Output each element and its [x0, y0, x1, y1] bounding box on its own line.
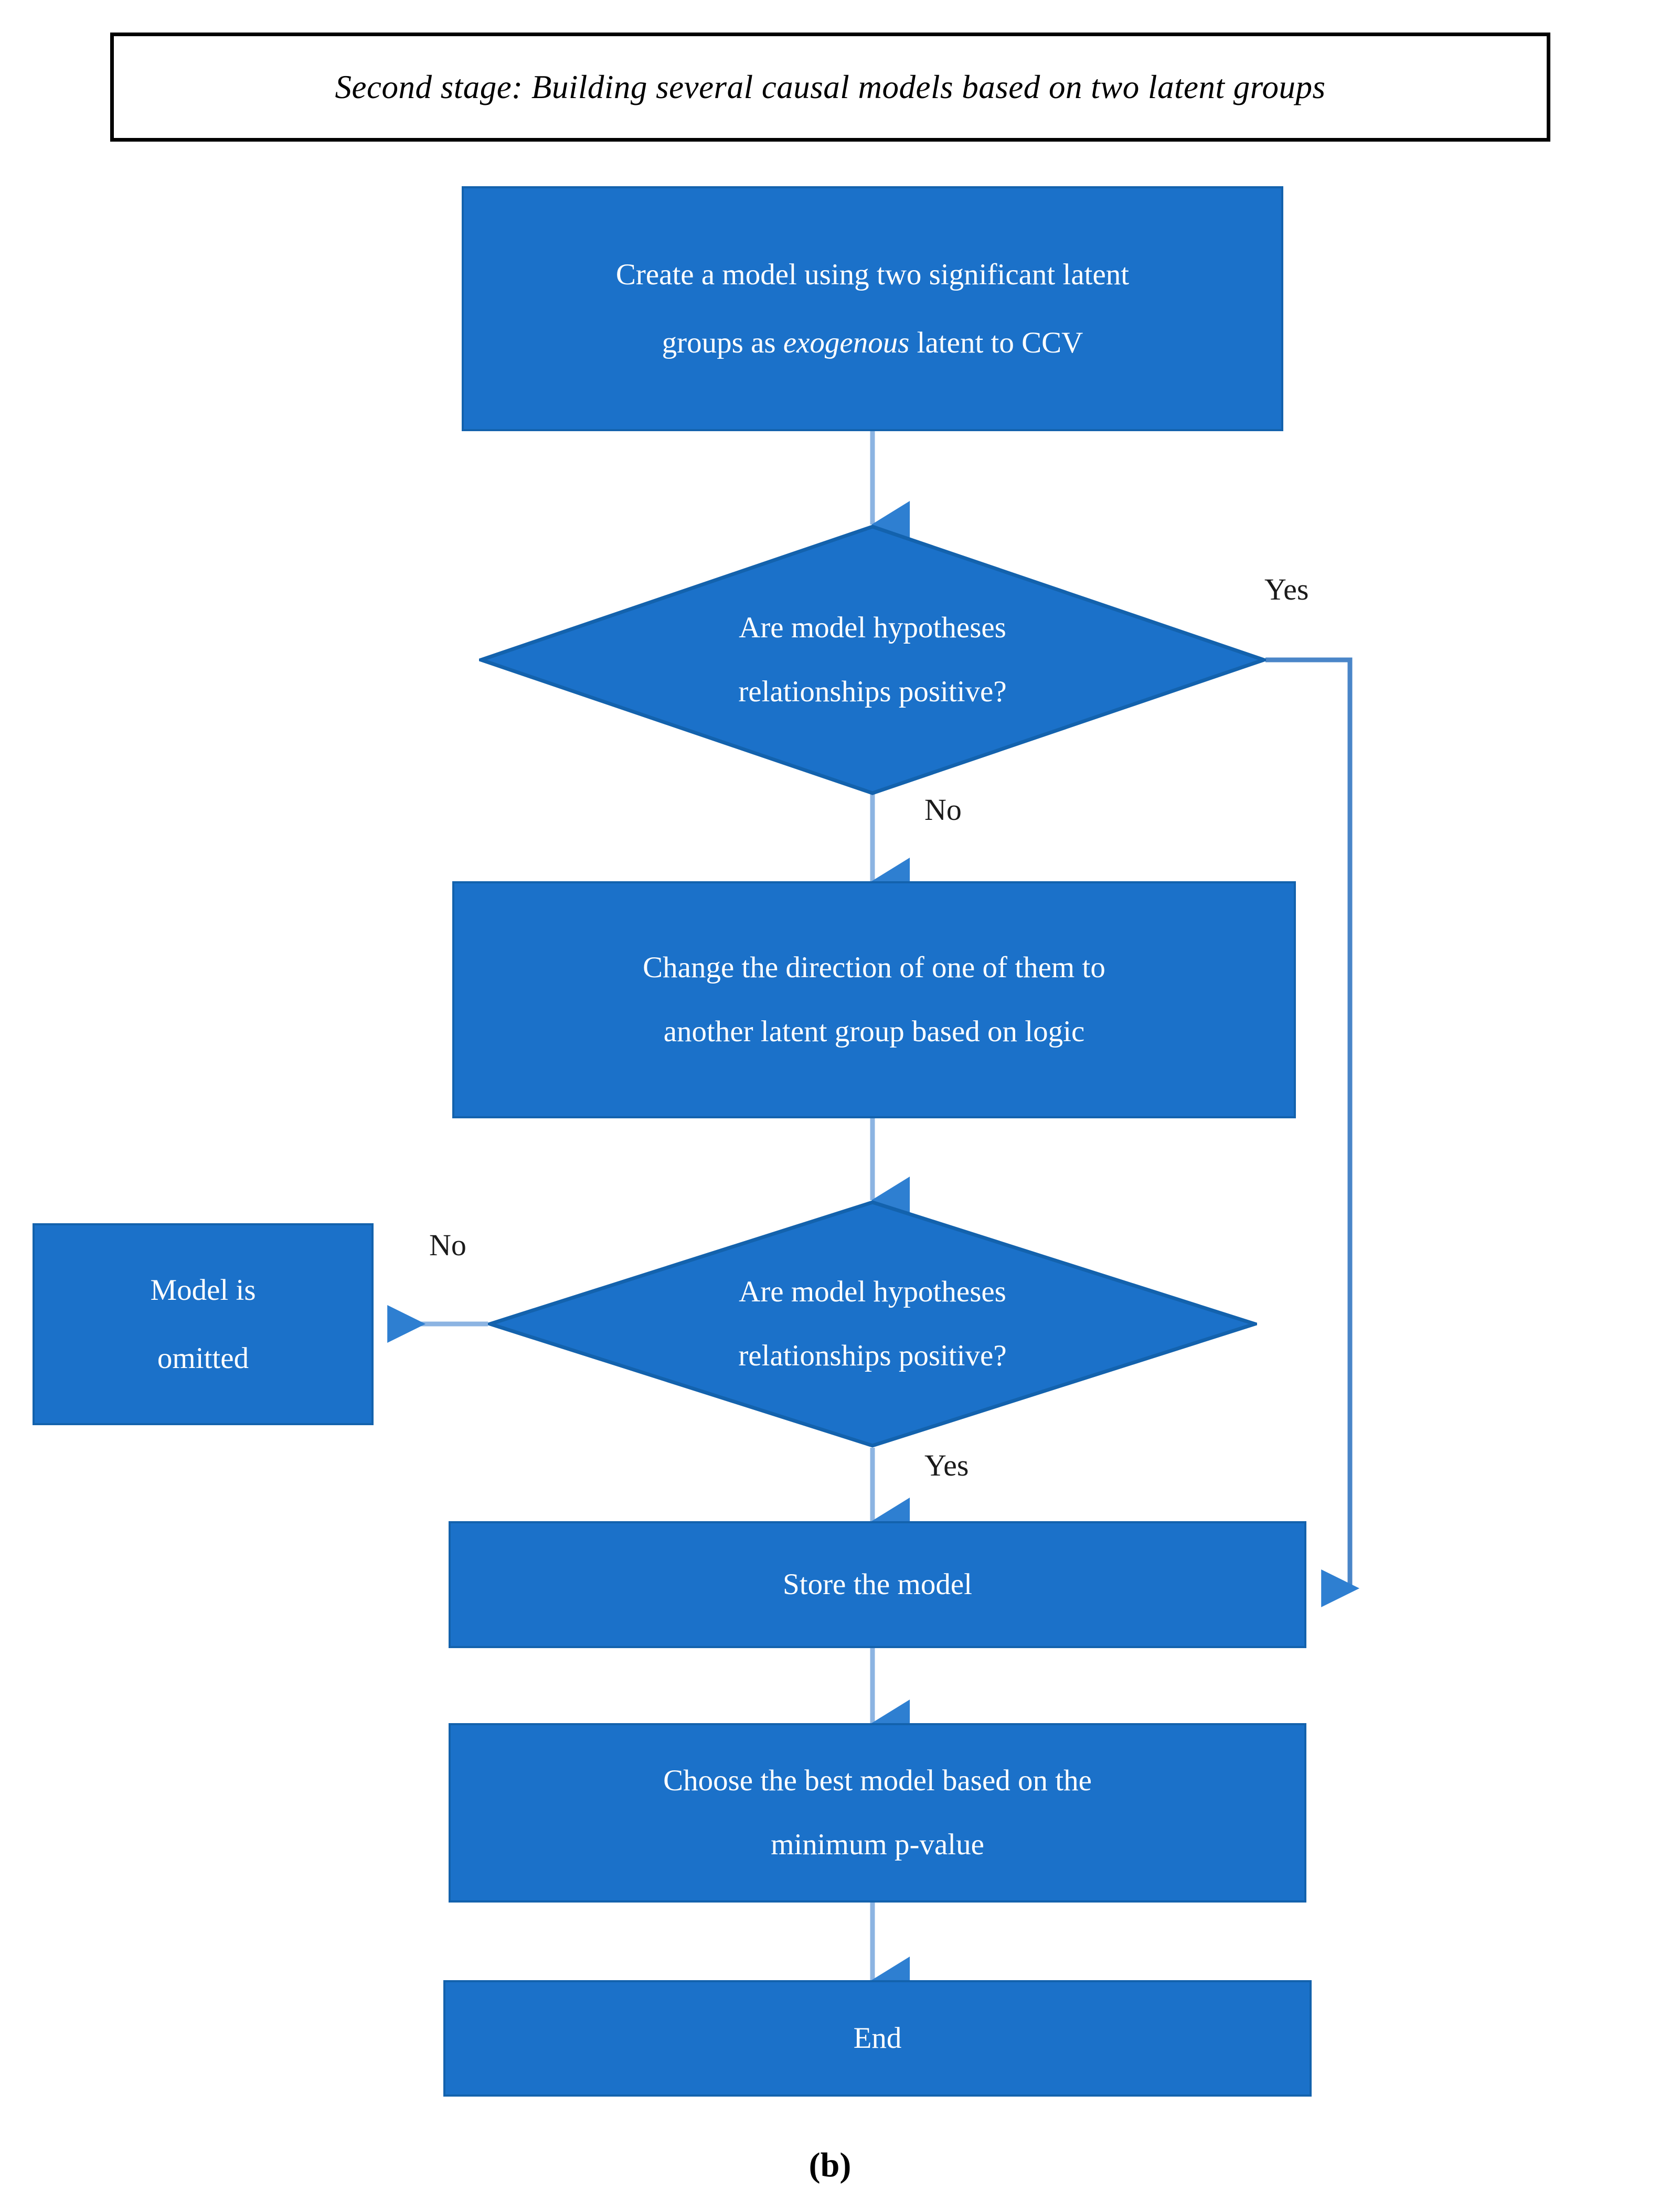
node-store-model[interactable]: Store the model: [449, 1521, 1306, 1648]
figure-title-box: Second stage: Building several causal mo…: [110, 33, 1550, 142]
node-model-omitted[interactable]: Model is omitted: [33, 1223, 374, 1425]
node-end[interactable]: End: [443, 1980, 1312, 2097]
node-create-model-line1: Create a model using two significant lat…: [615, 258, 1130, 291]
edge-decision1-yes-to-store: [1265, 657, 1360, 1607]
decision-2-shape: [488, 1200, 1257, 1448]
node-decision-2[interactable]: Are model hypotheses relationships posit…: [488, 1200, 1257, 1448]
edge-label-decision2-no: No: [429, 1228, 466, 1262]
node-change-direction-line2: another latent group based on logic: [663, 1015, 1085, 1048]
figure-title-text: Second stage: Building several causal mo…: [335, 68, 1326, 105]
node-store-model-line1: Store the model: [783, 1568, 972, 1601]
node-create-model-line2-pre: groups as: [662, 326, 783, 359]
edge-label-decision1-yes: Yes: [1264, 572, 1309, 606]
edge-label-decision2-yes: Yes: [924, 1448, 969, 1482]
decision-1-shape: [479, 525, 1266, 795]
node-choose-best-model[interactable]: Choose the best model based on the minim…: [449, 1723, 1306, 1903]
node-choose-best-line1: Choose the best model based on the: [663, 1764, 1092, 1798]
node-end-line1: End: [853, 2022, 902, 2055]
node-change-direction[interactable]: Change the direction of one of them to a…: [452, 881, 1296, 1118]
figure-caption: (b): [808, 2146, 852, 2184]
edge-label-decision1-no: No: [924, 793, 962, 827]
node-decision-1[interactable]: Are model hypotheses relationships posit…: [479, 525, 1266, 795]
node-create-model[interactable]: Create a model using two significant lat…: [462, 186, 1283, 431]
node-create-model-line2-italic: exogenous: [783, 326, 910, 359]
node-model-omitted-line2: omitted: [157, 1341, 249, 1375]
node-create-model-line2: groups as exogenous latent to CCV: [662, 327, 1083, 359]
node-change-direction-line1: Change the direction of one of them to: [643, 951, 1105, 985]
node-create-model-line2-post: latent to CCV: [909, 326, 1083, 359]
node-choose-best-line2: minimum p-value: [771, 1828, 984, 1861]
node-model-omitted-line1: Model is: [150, 1273, 256, 1307]
